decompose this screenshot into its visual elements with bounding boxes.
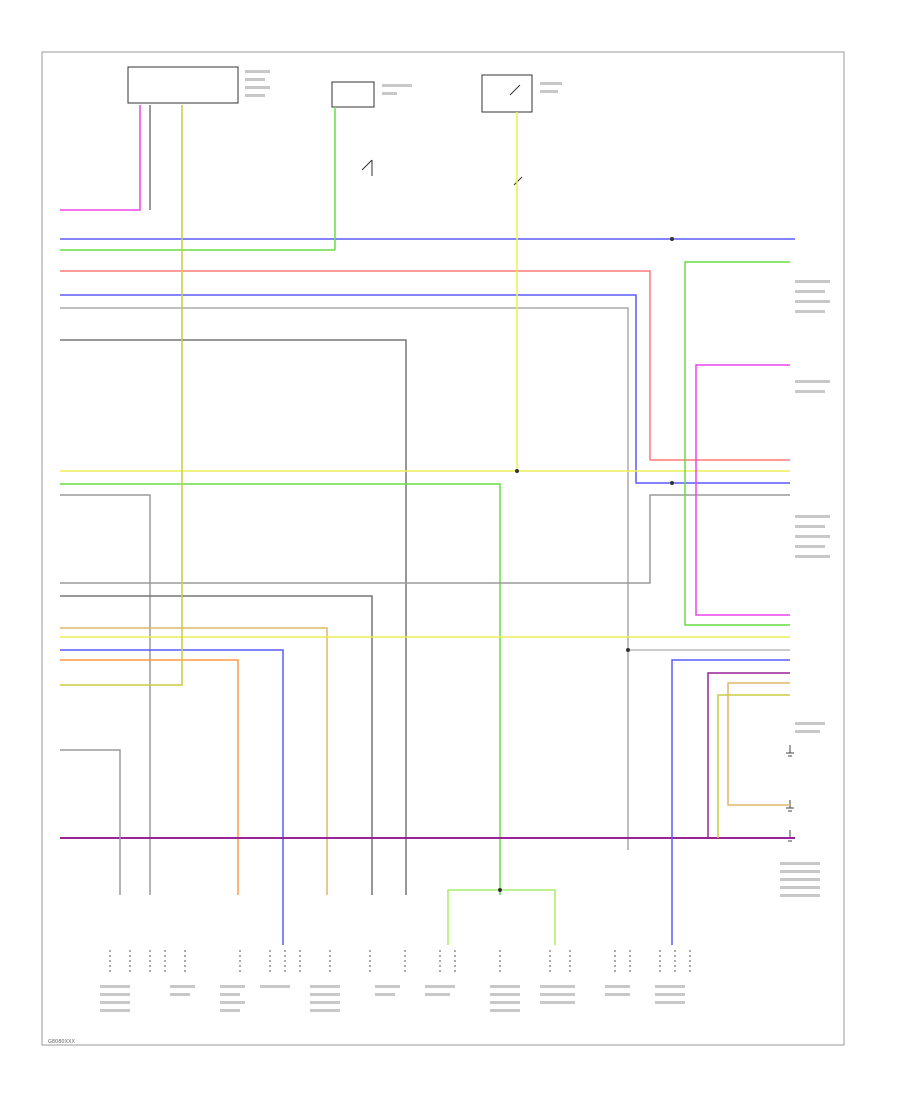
wire-magenta-top xyxy=(60,105,141,211)
illegible-labels xyxy=(100,70,830,1012)
top-components xyxy=(127,66,533,186)
footer-code: G8080XXX xyxy=(48,1039,75,1045)
control-module-box xyxy=(127,66,239,104)
wire-blue-3 xyxy=(60,649,284,945)
relay-contact-3 xyxy=(513,176,523,186)
ground-symbols xyxy=(786,745,794,842)
wire-blue-2 xyxy=(60,294,790,484)
wire-green-right xyxy=(684,261,790,626)
bottom-connectors xyxy=(109,950,691,975)
wire-black-2 xyxy=(60,595,373,895)
splice-dots xyxy=(498,237,674,892)
wire-olive xyxy=(60,105,183,686)
wire-orange xyxy=(60,659,239,895)
wire-blue-right xyxy=(671,659,790,945)
wire-green-mid xyxy=(60,483,501,895)
wire-tan-1 xyxy=(60,627,328,895)
wire-purple-right xyxy=(707,672,790,838)
relay-contact-1 xyxy=(361,159,373,176)
wire-olive-right xyxy=(717,694,790,838)
switch-box xyxy=(481,74,533,113)
wire-tan-right xyxy=(727,682,790,806)
wires xyxy=(60,105,795,945)
wire-gray-4 xyxy=(60,749,121,895)
wire-green-tee xyxy=(447,889,556,945)
component-box-2 xyxy=(331,81,375,108)
wire-gray-3 xyxy=(60,494,790,584)
diagram-frame xyxy=(41,51,845,1046)
wire-gray-2 xyxy=(60,307,629,850)
wire-pink-top xyxy=(60,270,790,461)
wire-black-1 xyxy=(60,339,407,895)
wire-magenta-right xyxy=(695,364,790,616)
relay-contact-2 xyxy=(509,84,521,96)
wire-gray-mid xyxy=(60,494,151,895)
